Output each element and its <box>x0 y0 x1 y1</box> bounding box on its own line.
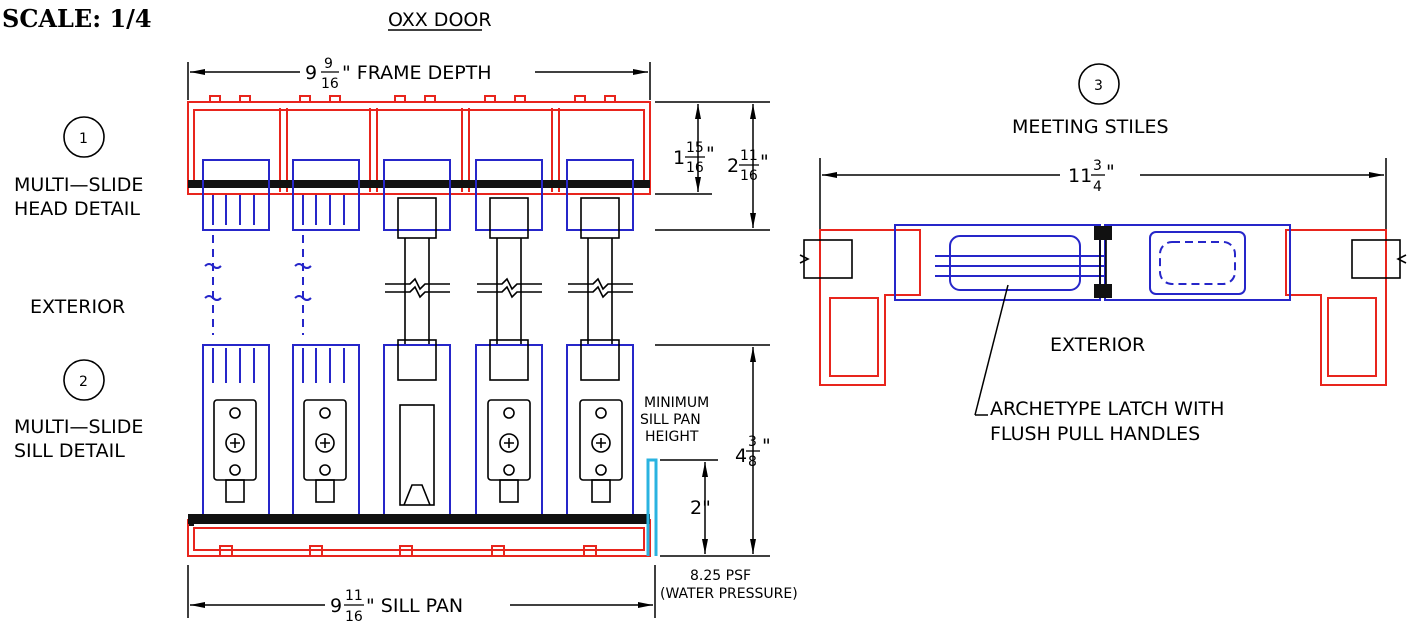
callout-2-line2: SILL DETAIL <box>14 440 125 462</box>
frame-depth-den: 16 <box>321 76 339 92</box>
stiles-assembly <box>799 224 1407 386</box>
scale-label: SCALE: 1/4 <box>2 4 152 33</box>
head-dim-outer-num: 11 <box>740 148 758 164</box>
sill-dim-whole: 4 <box>735 445 747 467</box>
callout-1-number: 1 <box>79 131 88 147</box>
head-dim-inner-den: 16 <box>686 160 704 176</box>
head-dim-outer-whole: 2 <box>727 155 739 177</box>
callout-3-line1: MEETING STILES <box>1012 116 1169 138</box>
latch-note-line2: FLUSH PULL HANDLES <box>990 423 1200 445</box>
frame-depth-whole: 9 <box>305 62 317 84</box>
callout-2-circle <box>63 359 105 401</box>
glass-bars <box>204 235 633 346</box>
exterior-right-label: EXTERIOR <box>1050 334 1145 356</box>
head-panels <box>202 159 634 239</box>
min-sill-line2: SILL PAN <box>640 412 701 428</box>
sill-frame <box>187 514 651 557</box>
min-sill-line1: MINIMUM <box>644 395 709 411</box>
latch-leader <box>974 284 1009 416</box>
stiles-den: 4 <box>1093 179 1102 195</box>
head-dim-inner-num: 15 <box>686 140 704 156</box>
sill-pan-dim-value: 2" <box>690 497 711 519</box>
frame-depth-num: 9 <box>324 56 333 72</box>
door-type-title: OXX DOOR <box>388 9 492 31</box>
pressure-line2: (WATER PRESSURE) <box>660 586 798 602</box>
stiles-unit: " <box>1106 161 1115 183</box>
stiles-num: 3 <box>1093 158 1102 174</box>
sill-pan-whole: 9 <box>330 595 342 617</box>
latch-note-line1: ARCHETYPE LATCH WITH <box>990 398 1224 420</box>
callout-1-line1: MULTI—SLIDE <box>14 174 143 196</box>
head-dim-inner-whole: 1 <box>673 147 685 169</box>
callout-1-line2: HEAD DETAIL <box>14 198 140 220</box>
sill-pan-den: 16 <box>345 609 363 625</box>
sill-pan-num: 11 <box>345 588 363 604</box>
sill-rollers <box>213 399 623 503</box>
callout-3-number: 3 <box>1094 78 1103 94</box>
exterior-left-label: EXTERIOR <box>30 296 125 318</box>
callout-3-circle <box>1078 63 1120 105</box>
pressure-line1: 8.25 PSF <box>690 568 751 584</box>
head-dim-inner-unit: " <box>706 143 715 165</box>
sill-panels <box>202 339 634 516</box>
sill-dim-den: 8 <box>748 454 757 470</box>
min-sill-line3: HEIGHT <box>645 429 699 445</box>
callout-2-line1: MULTI—SLIDE <box>14 416 143 438</box>
head-frame <box>187 95 651 195</box>
sill-pan-label: " SILL PAN <box>366 595 463 617</box>
sill-dim-num: 3 <box>748 434 757 450</box>
callout-1-circle <box>63 116 105 158</box>
head-dim-outer-den: 16 <box>740 168 758 184</box>
sill-pan-lip <box>646 458 658 556</box>
callout-2-number: 2 <box>79 374 88 390</box>
frame-depth-label: " FRAME DEPTH <box>342 62 492 84</box>
stiles-whole: 11 <box>1068 165 1092 187</box>
head-dim-outer-unit: " <box>760 151 769 173</box>
sill-dim-unit: " <box>762 435 771 457</box>
